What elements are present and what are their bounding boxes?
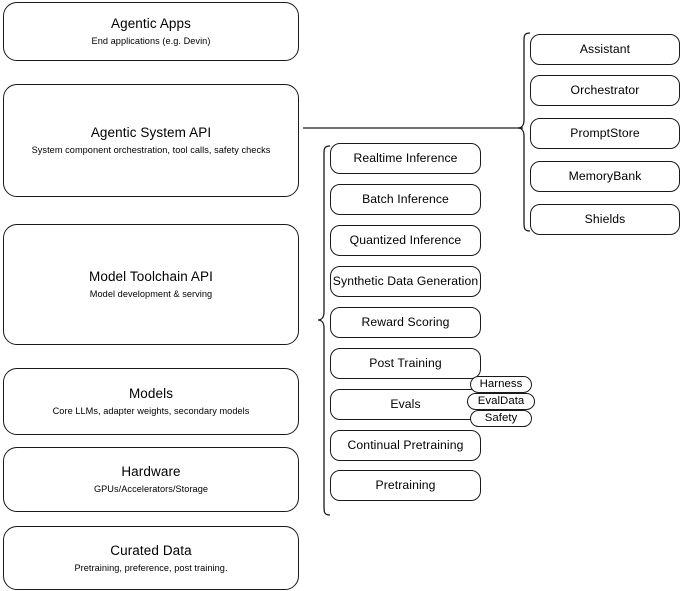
layer-box-models[interactable]: Models Core LLMs, adapter weights, secon… — [3, 368, 299, 435]
layer-subtitle: Core LLMs, adapter weights, secondary mo… — [52, 406, 250, 416]
layer-title: Models — [128, 386, 174, 401]
agentic-component-label: Shields — [584, 212, 626, 226]
agentic-component-box-assistant[interactable]: Assistant — [530, 34, 680, 65]
agentic-component-box-shields[interactable]: Shields — [530, 204, 680, 235]
toolchain-label: Batch Inference — [362, 192, 449, 206]
layer-title: Agentic Apps — [110, 16, 191, 31]
toolchain-box-batch-inference[interactable]: Batch Inference — [330, 184, 481, 215]
layer-box-model-toolchain-api[interactable]: Model Toolchain API Model development & … — [3, 224, 299, 345]
toolchain-label: Evals — [390, 397, 421, 411]
evals-badge-harness[interactable]: Harness — [470, 376, 532, 393]
layer-box-curated-data[interactable]: Curated Data Pretraining, preference, po… — [3, 526, 299, 590]
layer-subtitle: End applications (e.g. Devin) — [91, 36, 211, 46]
evals-badge-label: Harness — [479, 378, 523, 390]
agentic-component-label: Assistant — [579, 42, 631, 56]
layer-title: Hardware — [121, 464, 181, 479]
toolchain-box-continual-pretraining[interactable]: Continual Pretraining — [330, 430, 481, 461]
layer-subtitle: GPUs/Accelerators/Storage — [93, 484, 209, 494]
layer-title: Model Toolchain API — [89, 269, 213, 284]
brace-agentic-components — [517, 32, 531, 232]
toolchain-box-pretraining[interactable]: Pretraining — [330, 470, 481, 501]
evals-badge-evaldata[interactable]: EvalData — [467, 393, 535, 410]
toolchain-box-reward-scoring[interactable]: Reward Scoring — [330, 307, 481, 338]
agentic-component-box-orchestrator[interactable]: Orchestrator — [530, 75, 680, 106]
toolchain-box-synthetic-data-generation[interactable]: Synthetic Data Generation — [330, 266, 481, 297]
agentic-component-box-memorybank[interactable]: MemoryBank — [530, 161, 680, 192]
toolchain-label: Realtime Inference — [353, 151, 458, 165]
brace-model-toolchain — [317, 145, 331, 516]
layer-subtitle: System component orchestration, tool cal… — [31, 145, 271, 155]
toolchain-box-post-training[interactable]: Post Training — [330, 348, 481, 379]
toolchain-label: Synthetic Data Generation — [332, 274, 479, 288]
agentic-component-box-promptstore[interactable]: PromptStore — [530, 118, 680, 149]
toolchain-box-evals[interactable]: Evals — [330, 389, 481, 420]
evals-badge-label: EvalData — [477, 395, 525, 407]
toolchain-label: Reward Scoring — [361, 315, 450, 329]
evals-badge-label: Safety — [484, 412, 518, 424]
layer-subtitle: Pretraining, preference, post training. — [74, 562, 228, 573]
layer-subtitle: Model development & serving — [89, 289, 213, 299]
toolchain-label: Post Training — [369, 356, 442, 370]
toolchain-box-quantized-inference[interactable]: Quantized Inference — [330, 225, 481, 256]
layer-box-agentic-system-api[interactable]: Agentic System API System component orch… — [3, 84, 299, 197]
toolchain-box-realtime-inference[interactable]: Realtime Inference — [330, 143, 481, 174]
toolchain-label: Continual Pretraining — [347, 438, 464, 452]
agentic-component-label: PromptStore — [570, 126, 640, 140]
layer-box-hardware[interactable]: Hardware GPUs/Accelerators/Storage — [3, 447, 299, 512]
toolchain-label: Pretraining — [375, 478, 436, 492]
evals-badge-safety[interactable]: Safety — [470, 410, 532, 427]
toolchain-label: Quantized Inference — [349, 233, 462, 247]
layer-box-agentic-apps[interactable]: Agentic Apps End applications (e.g. Devi… — [3, 2, 299, 61]
agentic-component-label: MemoryBank — [568, 169, 642, 183]
layer-title: Curated Data — [110, 542, 192, 558]
agentic-component-label: Orchestrator — [570, 83, 640, 97]
layer-title: Agentic System API — [90, 125, 212, 140]
